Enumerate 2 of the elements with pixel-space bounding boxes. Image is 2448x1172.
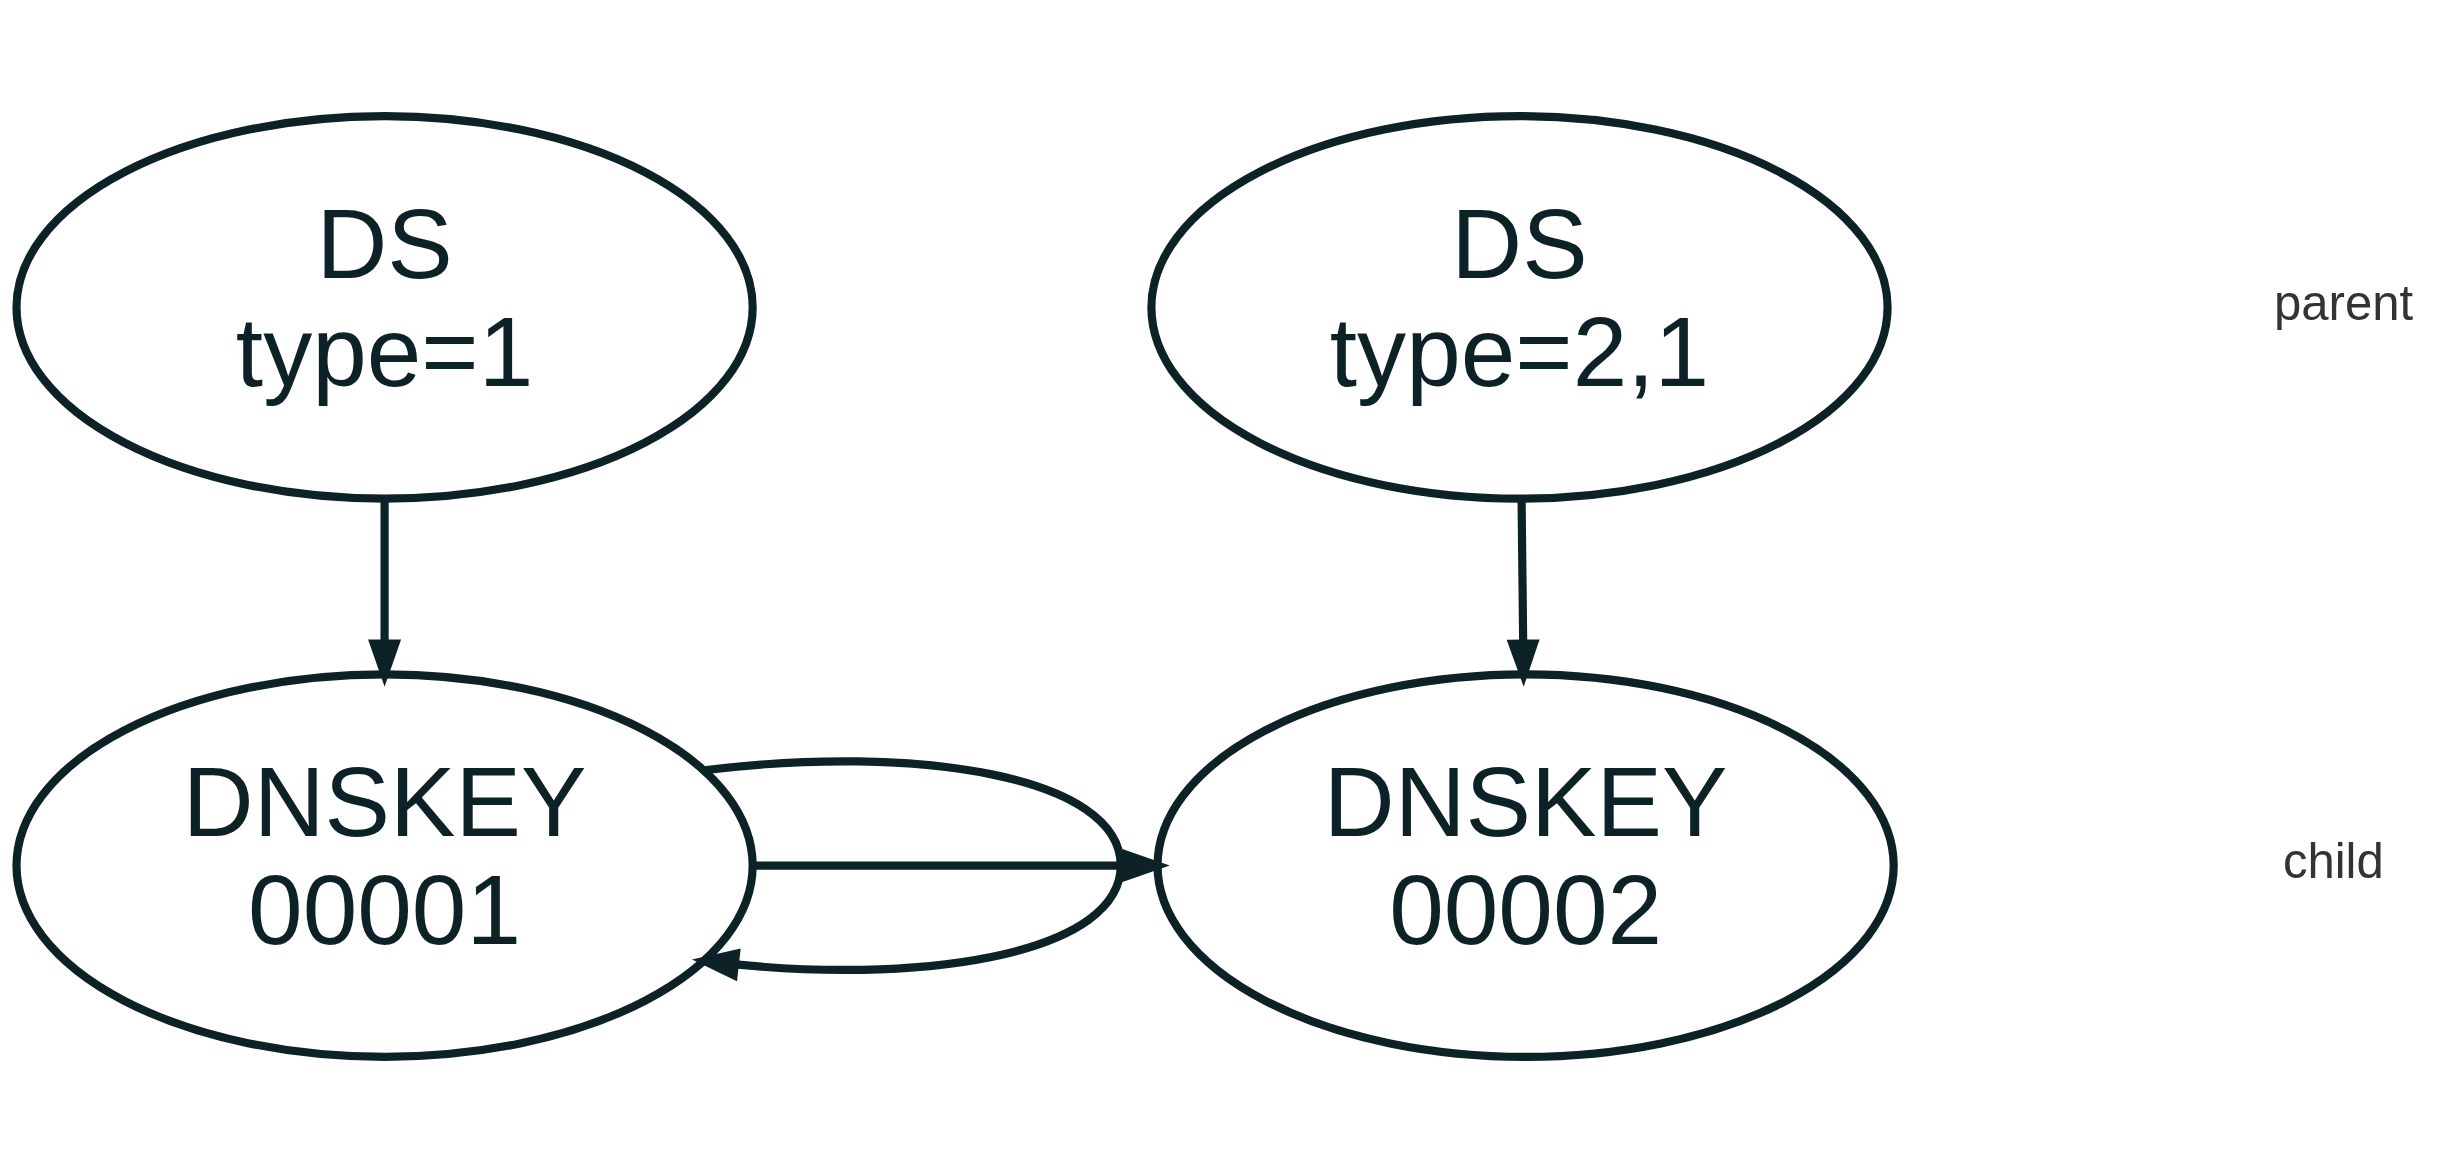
label: parent — [2274, 275, 2414, 330]
label: child — [2282, 833, 2384, 888]
